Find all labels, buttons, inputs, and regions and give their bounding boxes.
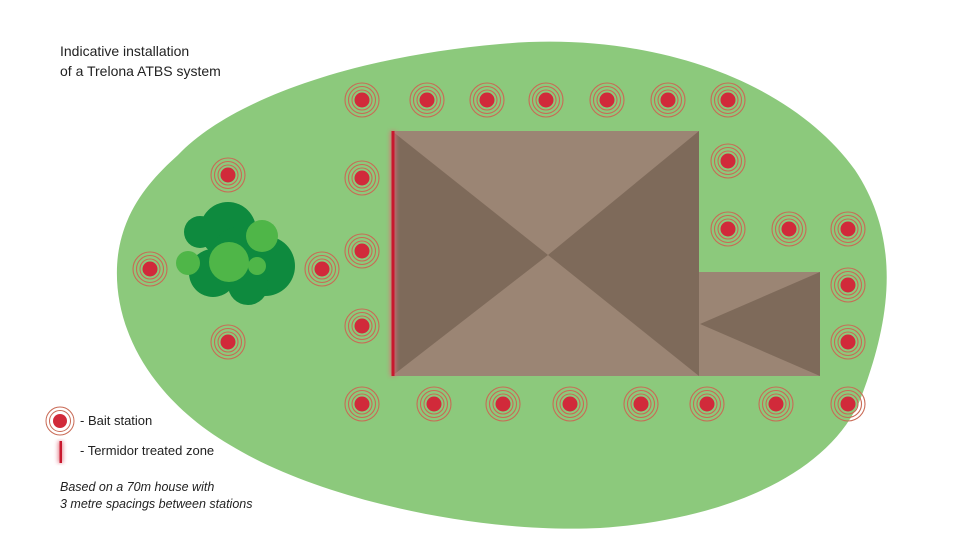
bait-station-icon [344,386,380,422]
legend-item-termidor-zone: - Termidor treated zone [80,443,214,458]
bait-station-icon [304,251,340,287]
bait-station-icon [758,386,794,422]
bait-station-icon [344,82,380,118]
bait-station-icon [344,160,380,196]
title-line-1: Indicative installation [60,43,190,59]
legend-bait-label: - Bait station [80,413,153,428]
bait-station-icon [344,308,380,344]
bait-station-icon [210,157,246,193]
legend-bait-icon [45,406,75,436]
legend-zone-label: - Termidor treated zone [80,443,215,458]
bait-station-icon [710,143,746,179]
bait-station-icon [623,386,659,422]
diagram-title: Indicative installation of a Trelona ATB… [60,41,221,81]
tree-icon [176,202,295,305]
bait-station-icon [528,82,564,118]
treated-zone-icon [390,131,396,376]
bait-station-icon [830,386,866,422]
bait-station-icon [710,211,746,247]
bait-station-icon [771,211,807,247]
house-roof-icon [392,131,820,376]
bait-station-icon [710,82,746,118]
bait-station-icon [416,386,452,422]
legend-item-bait-station: - Bait station [80,413,152,428]
bait-station-icon [132,251,168,287]
bait-station-icon [830,324,866,360]
bait-station-icon [650,82,686,118]
footnote: Based on a 70m house with 3 metre spacin… [60,479,252,513]
bait-stations [132,82,866,422]
bait-station-icon [830,211,866,247]
bait-station-icon [344,233,380,269]
legend-zone-icon [58,441,63,463]
bait-station-icon [830,267,866,303]
title-line-2: of a Trelona ATBS system [60,63,221,79]
bait-station-icon [409,82,445,118]
bait-station-icon [552,386,588,422]
bait-station-icon [469,82,505,118]
bait-station-icon [689,386,725,422]
bait-station-icon [589,82,625,118]
footnote-line-1: Based on a 70m house with [60,480,215,494]
bait-station-icon [210,324,246,360]
footnote-line-2: 3 metre spacings between stations [60,497,253,511]
bait-station-icon [485,386,521,422]
